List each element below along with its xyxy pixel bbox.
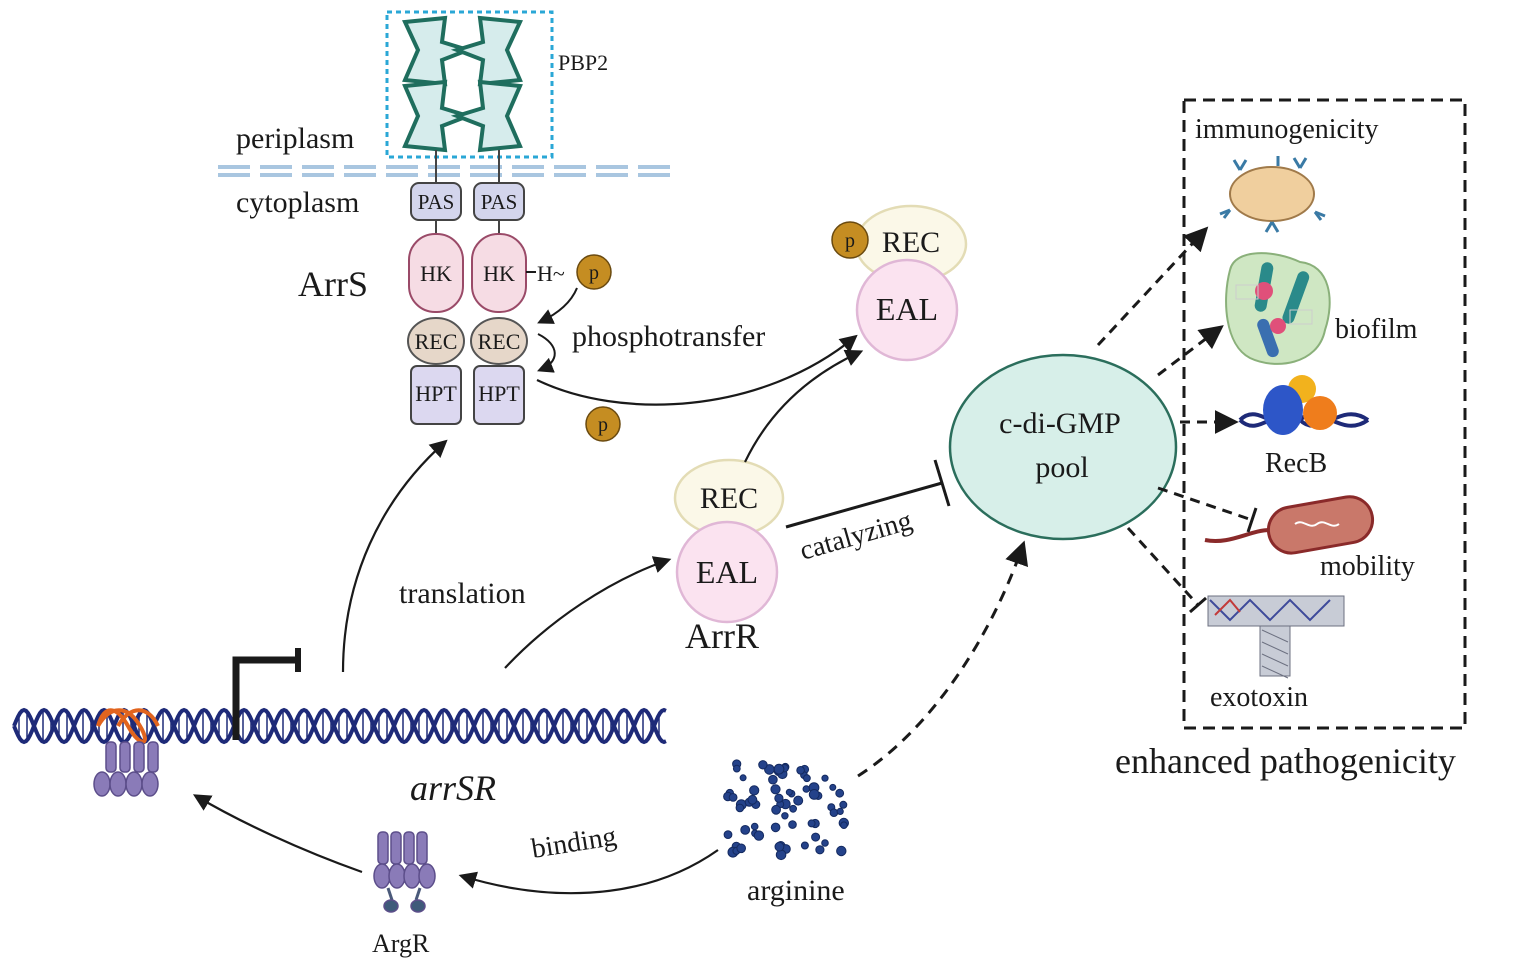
rec-label-top: REC (882, 226, 940, 259)
rec-domain-left (407, 317, 465, 365)
hk-domain-left (408, 233, 464, 313)
pbp2-label: PBP2 (558, 50, 608, 75)
arrow-arrr-to-phospho (744, 349, 864, 463)
biofilm-label: biofilm (1335, 314, 1418, 345)
recb-label: RecB (1265, 448, 1327, 479)
argr-label: ArgR (372, 929, 430, 958)
catalyzing-label: catalyzing (796, 505, 915, 567)
pbp2-protein-icon (402, 15, 523, 153)
hpt-label-right: HPT (478, 381, 520, 406)
pas-domain-right (473, 182, 525, 221)
arrr-response-regulator: REC EAL (673, 458, 785, 624)
hk-label-right: HK (483, 261, 515, 286)
pbp2-dotted-box (385, 10, 554, 159)
phosphotransfer-label: phosphotransfer (572, 320, 765, 353)
exotoxin-label: exotoxin (1210, 682, 1308, 713)
arrow-hk-to-rec (537, 287, 578, 324)
argr-icon (373, 831, 436, 913)
rec-label-left: REC (415, 329, 458, 354)
translation-label: translation (399, 577, 526, 610)
c-di-gmp-pool (948, 353, 1178, 541)
arrs-histidine-kinase: PAS PAS HK HK REC REC HPT HPT (407, 150, 528, 425)
dna-helix (12, 707, 667, 745)
binding-label: binding (529, 821, 618, 865)
bacterium-antibody-icon (1219, 156, 1326, 233)
phosphate-group-free: p (585, 406, 621, 442)
arrow-argr-to-dna (192, 794, 363, 874)
arrow-hpt-to-arrr-rec (536, 334, 858, 406)
hpt-domain-right (473, 365, 525, 425)
arrow-rec-to-hpt (537, 333, 556, 373)
eal-label-top: EAL (876, 291, 938, 327)
pas-label-left: PAS (418, 190, 455, 214)
arrr-phosphorylated: REC EAL p (831, 204, 968, 362)
arrow-pool-to-immunogenicity (1096, 226, 1209, 347)
flagellated-bacterium-icon (1204, 495, 1375, 555)
pathogenicity-box (1182, 98, 1467, 730)
exotoxin-structure-icon (1207, 595, 1345, 679)
hpt-domain-left (410, 365, 462, 425)
inhibition-catalyzing (785, 481, 943, 529)
cytoplasm-label: cytoplasm (236, 186, 359, 219)
svg-text:p: p (845, 230, 855, 252)
arrow-translation-arrs (341, 439, 448, 673)
arrow-arginine-to-pool (857, 540, 1029, 778)
recb-icon (1238, 375, 1370, 435)
arrow-arginine-to-argr (458, 849, 719, 895)
eal-bubble (675, 520, 779, 624)
hpt-label-left: HPT (415, 381, 457, 406)
arrow-translation-arrr (504, 556, 672, 669)
mobility-label: mobility (1320, 551, 1415, 582)
svg-text:p: p (589, 262, 599, 284)
pool-label-line1: c-di-GMP (999, 407, 1121, 440)
periplasm-label: periplasm (236, 122, 354, 155)
inhibit-pool-to-exotoxin (1126, 526, 1200, 607)
pas-domain-left (410, 182, 462, 221)
histidine-label: H~ (537, 261, 565, 286)
inhibit-pool-to-mobility (1157, 486, 1253, 522)
biofilm-icon (1225, 252, 1331, 365)
membrane (218, 165, 680, 177)
eal-bubble-top (855, 258, 959, 362)
phosphate-group-arrr: p (831, 221, 869, 259)
pool-label-line2: pool (1035, 451, 1088, 484)
arrr-label: ArrR (685, 616, 759, 656)
pbp2-group: PBP2 (385, 10, 608, 159)
svg-text:p: p (598, 414, 608, 436)
rec-domain-right (470, 317, 528, 365)
arrow-pool-to-biofilm (1157, 325, 1224, 377)
promoter-arrow (232, 656, 300, 740)
hk-label-left: HK (420, 261, 452, 286)
phosphate-group-hk: p (576, 254, 612, 290)
argr-bound-icon (93, 741, 159, 797)
pas-label-right: PAS (481, 190, 518, 214)
argr-binding-site (96, 708, 147, 744)
arginine-label: arginine (747, 874, 845, 907)
arrs-label: ArrS (298, 264, 368, 304)
enhanced-pathogenicity-label: enhanced pathogenicity (1115, 741, 1456, 781)
arrsr-gene-label: arrSR (410, 768, 496, 808)
immunogenicity-label: immunogenicity (1195, 114, 1379, 145)
eal-label: EAL (696, 554, 758, 590)
arginine-molecules (723, 759, 849, 861)
rec-label-right: REC (478, 329, 521, 354)
rec-label: REC (700, 482, 758, 515)
